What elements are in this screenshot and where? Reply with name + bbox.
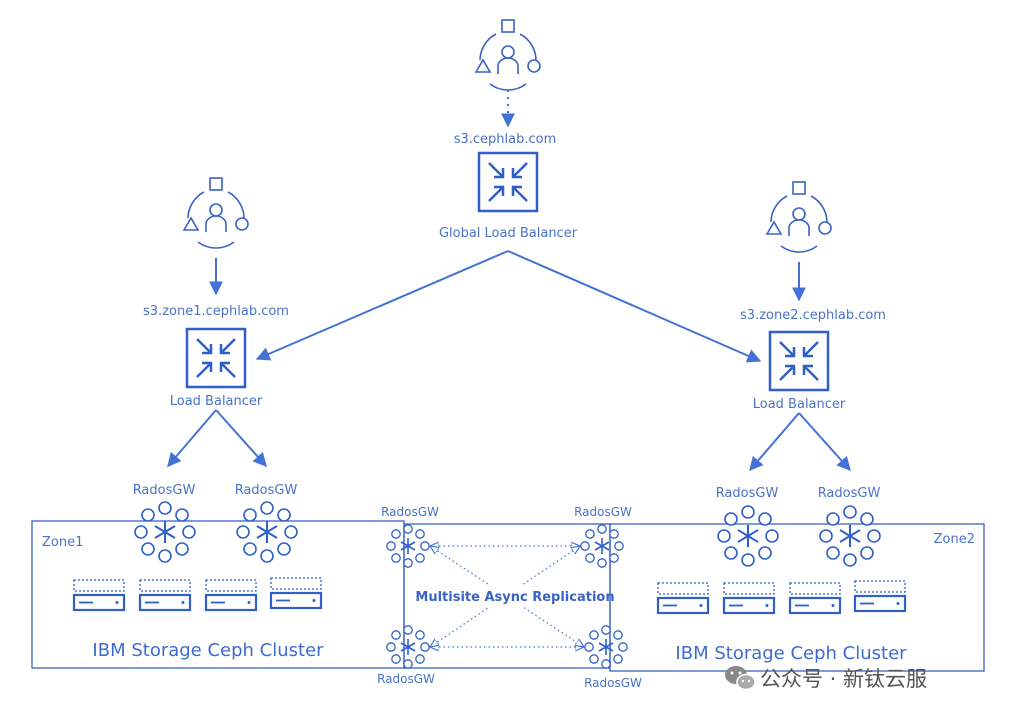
zone2-server-4-icon — [853, 579, 907, 613]
zone2-lb-to-gw2-arrow — [798, 412, 851, 472]
zone2-load-balancer-label: Load Balancer — [753, 397, 846, 412]
zone1-lb-to-gw1-arrow — [167, 409, 217, 468]
wechat-icon — [725, 666, 756, 691]
zone1-server-4-icon — [269, 576, 323, 610]
zone2-domain-label: s3.zone2.cephlab.com — [740, 308, 886, 323]
zone1-gateway-1-label: RadosGW — [133, 483, 196, 498]
replication-gateway-2-label: RadosGW — [574, 505, 632, 519]
global-load-balancer-label: Global Load Balancer — [439, 226, 578, 241]
zone1-name: Zone1 — [42, 535, 83, 550]
zone2-lb-to-gw1-arrow — [749, 412, 800, 472]
replication-gateway-4-icon — [583, 624, 629, 670]
replication-gateway-4-label: RadosGW — [584, 676, 642, 690]
replication-gateway-1-icon — [385, 523, 431, 569]
zone1-domain-label: s3.zone1.cephlab.com — [143, 304, 289, 319]
zone2-gateway-1-icon — [717, 505, 779, 567]
zone2-users-icon — [766, 181, 832, 253]
replication-gateway-2-icon — [579, 523, 625, 569]
watermark-text: 公众号 · 新钛云服 — [760, 667, 927, 691]
global-load-balancer-icon — [477, 151, 539, 213]
zone2-gateway-2-icon — [819, 505, 881, 567]
replication-gateway-3-icon — [385, 624, 431, 670]
global-domain-label: s3.cephlab.com — [454, 132, 557, 147]
replication-gateway-1-label: RadosGW — [381, 505, 439, 519]
replication-box — [403, 523, 611, 669]
replication-label: Multisite Async Replication — [415, 590, 614, 605]
zone1-cluster-label: IBM Storage Ceph Cluster — [92, 640, 324, 661]
zone2-load-balancer-icon — [768, 330, 830, 392]
zone1-load-balancer-label: Load Balancer — [170, 394, 263, 409]
zone2-gateway-1-label: RadosGW — [716, 486, 779, 501]
zone2-server-2-icon — [722, 581, 776, 615]
zone1-gateway-2-label: RadosGW — [235, 483, 298, 498]
zone1-server-2-icon — [138, 578, 192, 612]
global-to-zone2-arrow — [507, 250, 762, 363]
zone2-gateway-2-label: RadosGW — [818, 486, 881, 501]
zone2-cluster-label: IBM Storage Ceph Cluster — [675, 643, 907, 664]
zone1-gateway-1-icon — [134, 501, 196, 563]
zone1-lb-to-gw2-arrow — [215, 409, 267, 468]
global-users-icon — [475, 19, 541, 91]
zone1-load-balancer-icon — [185, 327, 247, 389]
zone2-server-3-icon — [788, 581, 842, 615]
global-to-zone1-arrow — [255, 250, 509, 361]
zone1-gateway-2-icon — [236, 501, 298, 563]
zone1-users-icon — [183, 177, 249, 249]
zone2-server-1-icon — [656, 581, 710, 615]
replication-label-backdrop — [420, 585, 592, 607]
zone1-server-1-icon — [72, 578, 126, 612]
zone2-name: Zone2 — [934, 532, 975, 547]
replication-gateway-3-label: RadosGW — [377, 672, 435, 686]
zone1-server-3-icon — [204, 578, 258, 612]
